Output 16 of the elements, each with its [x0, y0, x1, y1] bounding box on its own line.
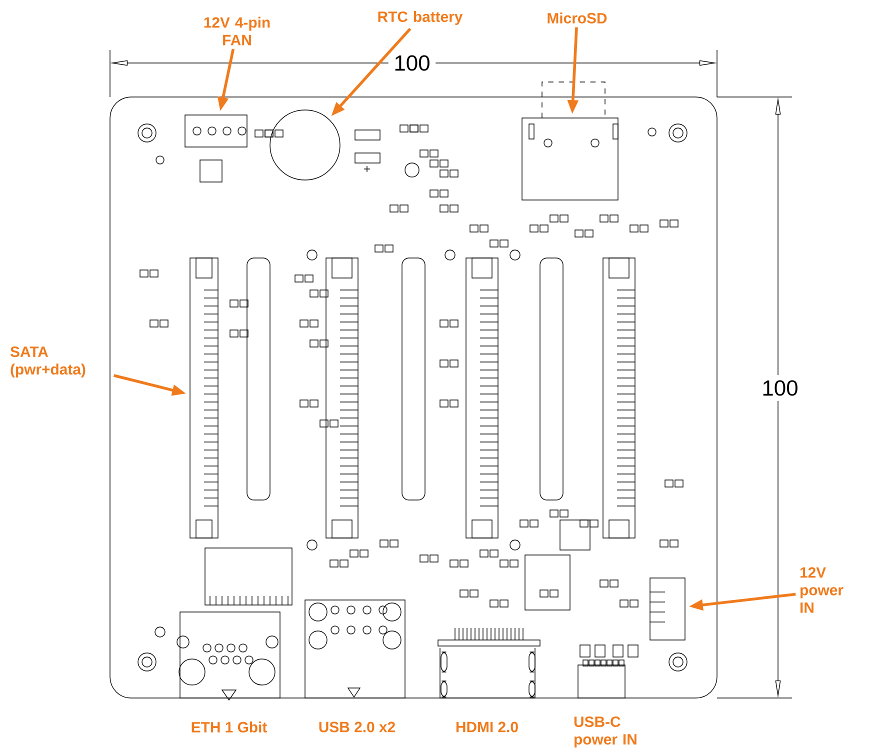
connector-label: USB 2.0 x2 [319, 722, 395, 732]
callout-label: 12V 4-pin FAN [204, 16, 270, 46]
callout-label: RTC battery [378, 11, 463, 25]
connector-label: HDMI 2.0 [456, 722, 518, 732]
power-connector [650, 578, 686, 640]
callout-label: MicroSD [548, 12, 607, 24]
connector-label: USB-C power IN [574, 716, 636, 748]
microsd-slot [522, 118, 618, 200]
coin-battery [270, 110, 340, 180]
fan-connector [184, 114, 248, 148]
connector-label: ETH 1 Gbit [192, 722, 267, 732]
callout-label: 12V power IN [800, 567, 844, 613]
callout-label: SATA (pwr+data) [10, 346, 86, 378]
sata-connector [190, 258, 218, 538]
dimension-text: 100 [756, 374, 804, 402]
dimension-text: 100 [388, 50, 436, 76]
